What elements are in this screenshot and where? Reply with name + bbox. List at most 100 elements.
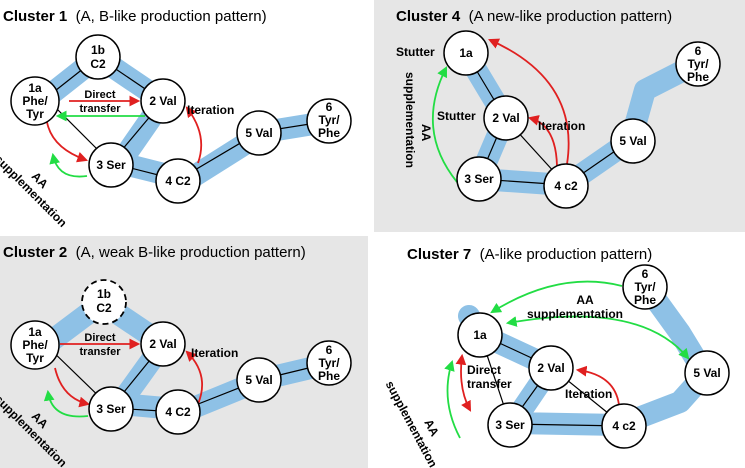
cluster4-long-red-arrow xyxy=(488,38,570,165)
cluster2-node-1b: 1b C2 xyxy=(81,279,127,325)
svg-text:4 C2: 4 C2 xyxy=(165,405,191,419)
cluster7-iteration-label: Iteration xyxy=(565,387,612,401)
cluster4-node-2: 2 Val xyxy=(483,95,529,141)
cluster1-iteration-arrow xyxy=(185,106,203,164)
cluster1-panel: Cluster 1 (A, B-like production pattern)… xyxy=(0,8,352,230)
svg-text:Tyr: Tyr xyxy=(26,351,44,365)
cluster4-title: Cluster 4 (A new-like production pattern… xyxy=(396,8,672,25)
cluster7-node-3: 3 Ser xyxy=(487,402,533,448)
cluster7-green-top-arrow xyxy=(490,280,623,314)
cluster7-aa-label: AA supplementation xyxy=(383,378,442,468)
cluster1-node-5: 5 Val xyxy=(236,110,282,156)
cluster7-direct-transfer-label: Direct xyxy=(467,363,501,377)
cluster4-node-1a: 1a xyxy=(443,30,489,76)
cluster1-node-1b: 1b C2 xyxy=(75,34,121,80)
cluster1-node-6: 6 Tyr/ Phe xyxy=(306,98,352,144)
svg-text:1a: 1a xyxy=(28,325,42,339)
cluster7-node-4: 4 c2 xyxy=(601,403,647,449)
cluster1-node-1a: 1a Phe/ Tyr xyxy=(10,76,60,126)
cluster4-iteration-label: Iteration xyxy=(538,119,585,133)
cluster4-iteration-arrow xyxy=(527,115,558,167)
svg-text:1a: 1a xyxy=(28,81,42,95)
svg-text:C2: C2 xyxy=(96,301,112,315)
svg-text:1a: 1a xyxy=(459,46,473,60)
cluster4-aa-arrow xyxy=(431,66,458,183)
cluster4-panel: Cluster 4 (A new-like production pattern… xyxy=(396,8,721,209)
cluster2-aa-arrow xyxy=(43,389,89,418)
svg-text:Phe: Phe xyxy=(687,70,709,84)
cluster4-node-5: 5 Val xyxy=(610,118,656,164)
cluster2-node-1a: 1a Phe/ Tyr xyxy=(10,320,60,370)
cluster1-aa-label: AA supplementation xyxy=(0,152,70,230)
cluster4-node-4: 4 c2 xyxy=(543,163,589,209)
svg-text:Tyr: Tyr xyxy=(26,107,44,121)
cluster2-iteration-label: Iteration xyxy=(191,346,238,360)
svg-text:2 Val: 2 Val xyxy=(537,361,564,375)
svg-text:1b: 1b xyxy=(91,43,105,57)
svg-text:3 Ser: 3 Ser xyxy=(96,402,126,416)
cluster7-aa-top-label-2: supplementation xyxy=(527,307,623,321)
cluster2-panel: Cluster 2 (A, weak B-like production pat… xyxy=(0,244,352,468)
svg-text:Phe: Phe xyxy=(318,369,340,383)
svg-text:Phe: Phe xyxy=(634,293,656,307)
cluster7-green-loop-arrow xyxy=(505,315,690,360)
svg-text:6: 6 xyxy=(642,267,649,281)
svg-text:Tyr/: Tyr/ xyxy=(318,356,340,370)
cluster1-direct-transfer-label: Direct xyxy=(84,89,116,101)
cluster1-node-4: 4 C2 xyxy=(155,158,201,204)
cluster2-node-6: 6 Tyr/ Phe xyxy=(306,340,352,386)
cluster4-node-6: 6 Tyr/ Phe xyxy=(675,41,721,87)
svg-text:4 c2: 4 c2 xyxy=(612,419,636,433)
cluster7-aa-top-label: AA xyxy=(576,293,594,307)
svg-text:2 Val: 2 Val xyxy=(492,111,519,125)
cluster1-ser-arrow xyxy=(46,121,89,163)
cluster4-node-3: 3 Ser xyxy=(456,156,502,202)
svg-text:1b: 1b xyxy=(97,287,111,301)
cluster1-title: Cluster 1 (A, B-like production pattern) xyxy=(3,8,267,25)
svg-text:3 Ser: 3 Ser xyxy=(96,158,126,172)
cluster7-node-6: 6 Tyr/ Phe xyxy=(622,264,668,310)
svg-text:supplementation: supplementation xyxy=(0,152,70,230)
svg-text:Phe/: Phe/ xyxy=(22,94,48,108)
svg-text:Phe: Phe xyxy=(318,126,340,140)
svg-text:3 Ser: 3 Ser xyxy=(495,418,525,432)
cluster2-node-3: 3 Ser xyxy=(88,386,134,432)
cluster4-aa-label: AA supplementation xyxy=(403,72,433,168)
svg-text:6: 6 xyxy=(326,343,333,357)
svg-text:1a: 1a xyxy=(473,328,487,342)
cluster4-stutter-label-2: Stutter xyxy=(437,109,476,123)
svg-text:5 Val: 5 Val xyxy=(619,134,646,148)
cluster7-direct-transfer-arrow xyxy=(455,353,472,412)
svg-text:2 Val: 2 Val xyxy=(149,94,176,108)
svg-text:C2: C2 xyxy=(90,57,106,71)
svg-text:Tyr/: Tyr/ xyxy=(634,280,656,294)
cluster2-iteration-arrow xyxy=(185,350,203,405)
cluster7-node-1a: 1a xyxy=(457,312,503,358)
cluster2-title: Cluster 2 (A, weak B-like production pat… xyxy=(3,244,306,261)
svg-text:6: 6 xyxy=(326,100,333,114)
svg-text:AA: AA xyxy=(419,124,433,142)
cluster2-node-4: 4 C2 xyxy=(155,389,201,435)
cluster7-node-5: 5 Val xyxy=(684,350,730,396)
cluster2-direct-transfer-label-2: transfer xyxy=(80,346,122,358)
cluster7-iteration-arrow xyxy=(575,365,620,406)
cluster7-node-2: 2 Val xyxy=(528,345,574,391)
svg-text:Tyr/: Tyr/ xyxy=(318,113,340,127)
cluster1-aa-arrow xyxy=(49,152,88,178)
svg-text:supplementation: supplementation xyxy=(403,72,417,168)
cluster1-node-3: 3 Ser xyxy=(88,142,134,188)
cluster7-direct-transfer-label-2: transfer xyxy=(467,377,512,391)
svg-text:4 C2: 4 C2 xyxy=(165,174,191,188)
cluster1-iteration-label: Iteration xyxy=(187,103,234,117)
svg-text:4 c2: 4 c2 xyxy=(554,179,578,193)
svg-text:2 Val: 2 Val xyxy=(149,337,176,351)
svg-text:6: 6 xyxy=(695,44,702,58)
cluster7-title: Cluster 7 (A-like production pattern) xyxy=(407,246,652,263)
svg-text:5 Val: 5 Val xyxy=(245,373,272,387)
cluster7-panel: Cluster 7 (A-like production pattern) 1a… xyxy=(383,246,730,468)
svg-text:3 Ser: 3 Ser xyxy=(464,172,494,186)
cluster2-ser-arrow xyxy=(54,367,91,408)
cluster2-direct-transfer-label: Direct xyxy=(84,332,116,344)
cluster1-direct-transfer-label-2: transfer xyxy=(80,103,122,115)
